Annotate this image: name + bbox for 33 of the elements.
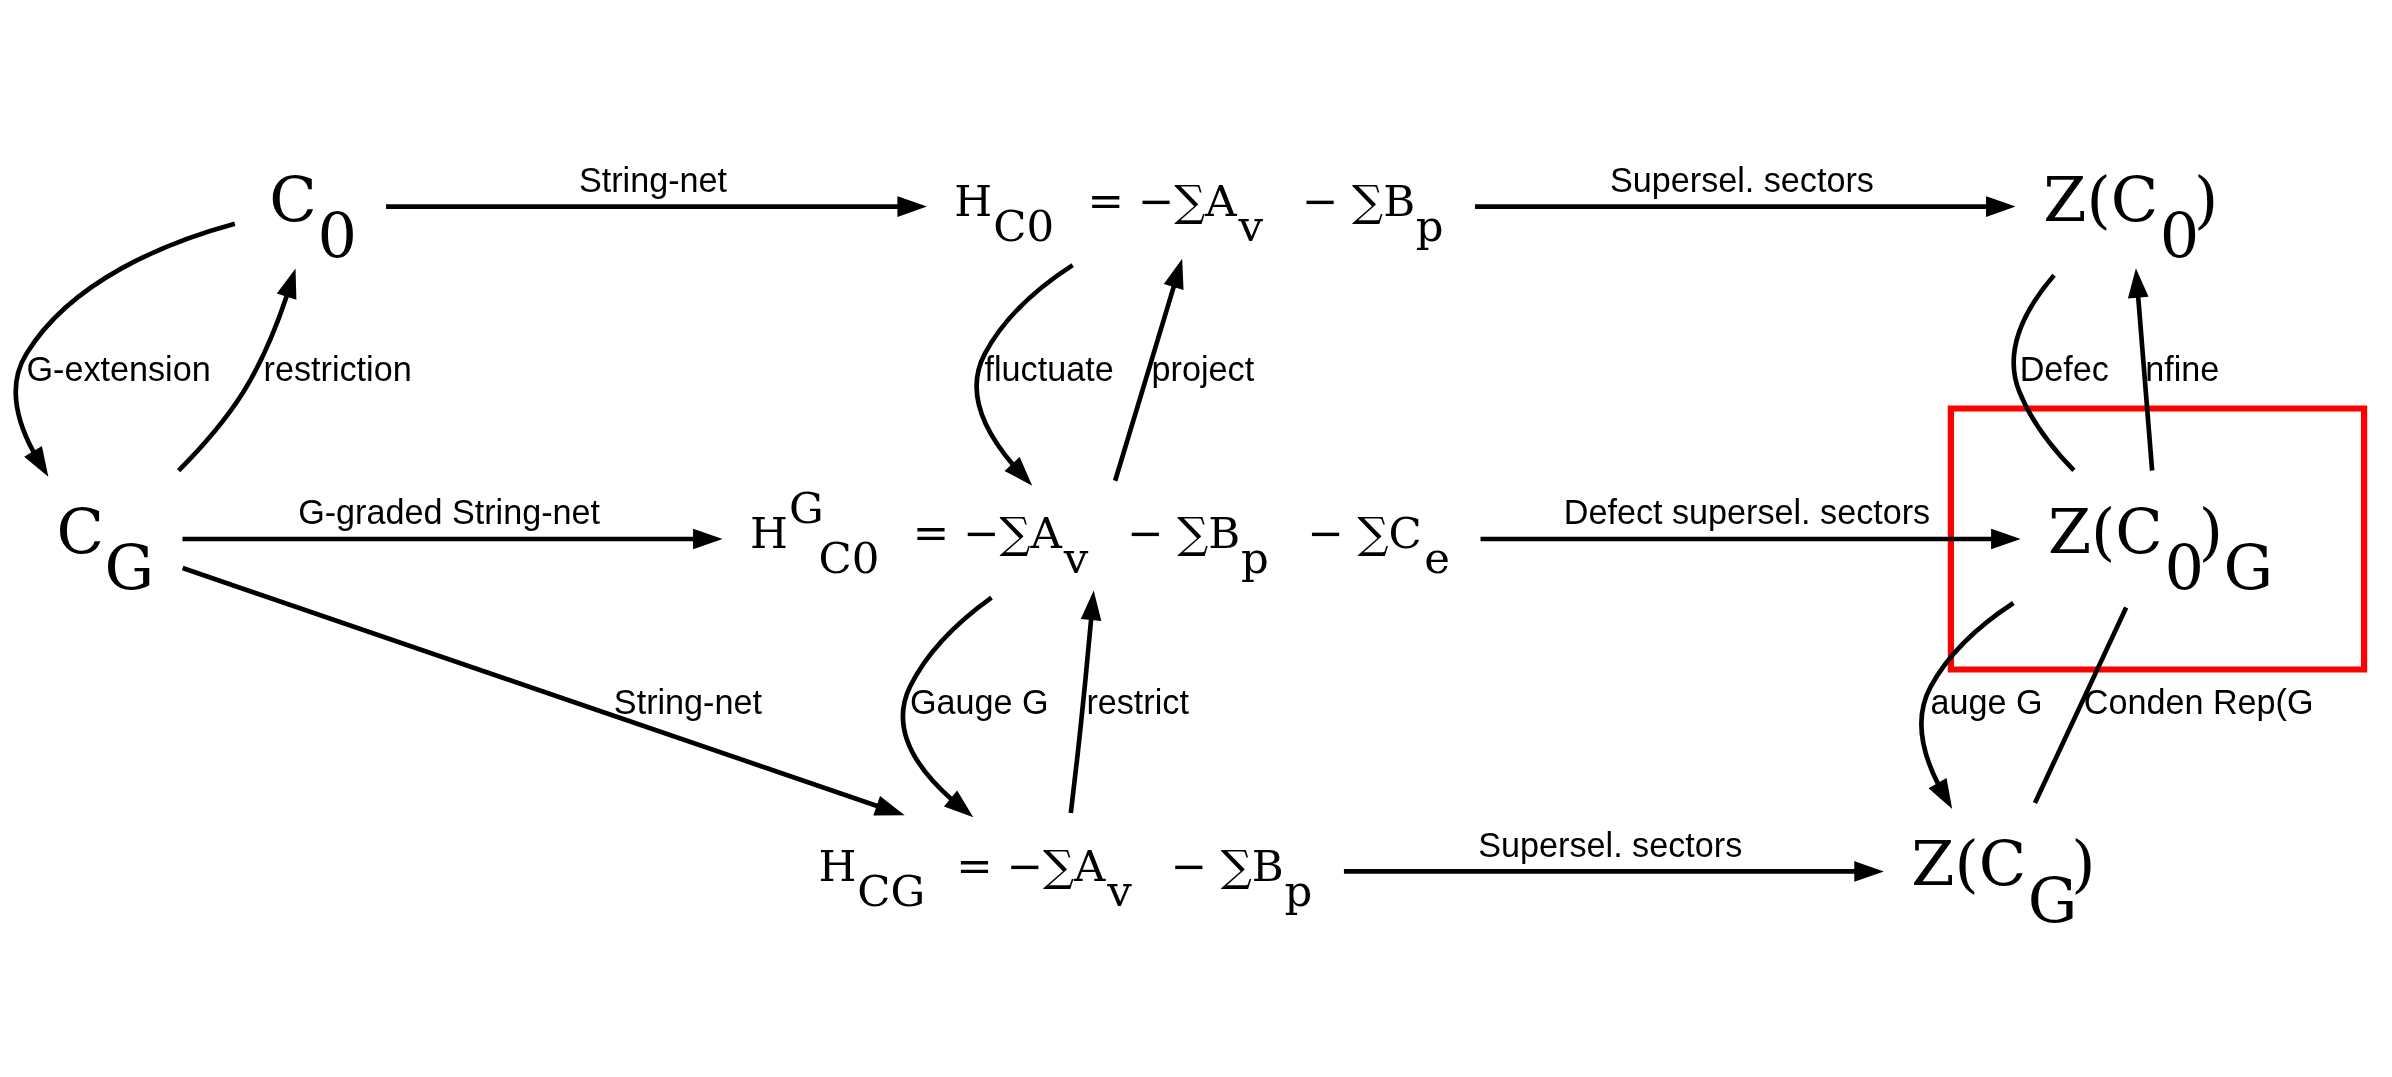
edge-label: restrict — [1086, 682, 1189, 721]
arrow — [1480, 528, 2021, 549]
arrow — [900, 595, 993, 817]
edge-label: fluctuate — [984, 349, 1114, 388]
arrow — [974, 262, 1074, 486]
edge-label: Conden Rep(G — [2083, 682, 2314, 721]
arrow — [176, 268, 297, 472]
edge-label: Supersel. sectors — [1609, 160, 1874, 199]
edge-label: G-graded String-net — [298, 492, 601, 531]
edge-label: project — [1151, 349, 1255, 388]
arrow — [386, 195, 927, 217]
edge-label: Defec — [2019, 349, 2109, 388]
arrow — [1068, 590, 1102, 813]
edge-label: Gauge G — [909, 682, 1049, 721]
edge-label: auge G — [1930, 682, 2043, 721]
connector — [2032, 606, 2129, 804]
cluster — [1947, 404, 2368, 673]
arrow — [1475, 195, 2016, 217]
edge-label: Defect supersel. sectors — [1563, 492, 1931, 531]
arrow — [1919, 600, 2015, 809]
edge-label: String-net — [578, 160, 728, 199]
arrow — [1112, 258, 1184, 481]
edge-label: String-net — [613, 682, 762, 721]
arrow — [2127, 267, 2155, 471]
arrow — [13, 221, 236, 477]
edge-label: nfine — [2145, 349, 2220, 388]
arrow — [1343, 860, 1884, 882]
edge-label: restriction — [263, 349, 412, 388]
edge-label: Supersel. sectors — [1478, 825, 1743, 864]
arrow — [181, 565, 905, 816]
connector — [2011, 273, 2076, 472]
edge-label: G-extension — [26, 349, 211, 388]
arrow — [182, 528, 723, 549]
